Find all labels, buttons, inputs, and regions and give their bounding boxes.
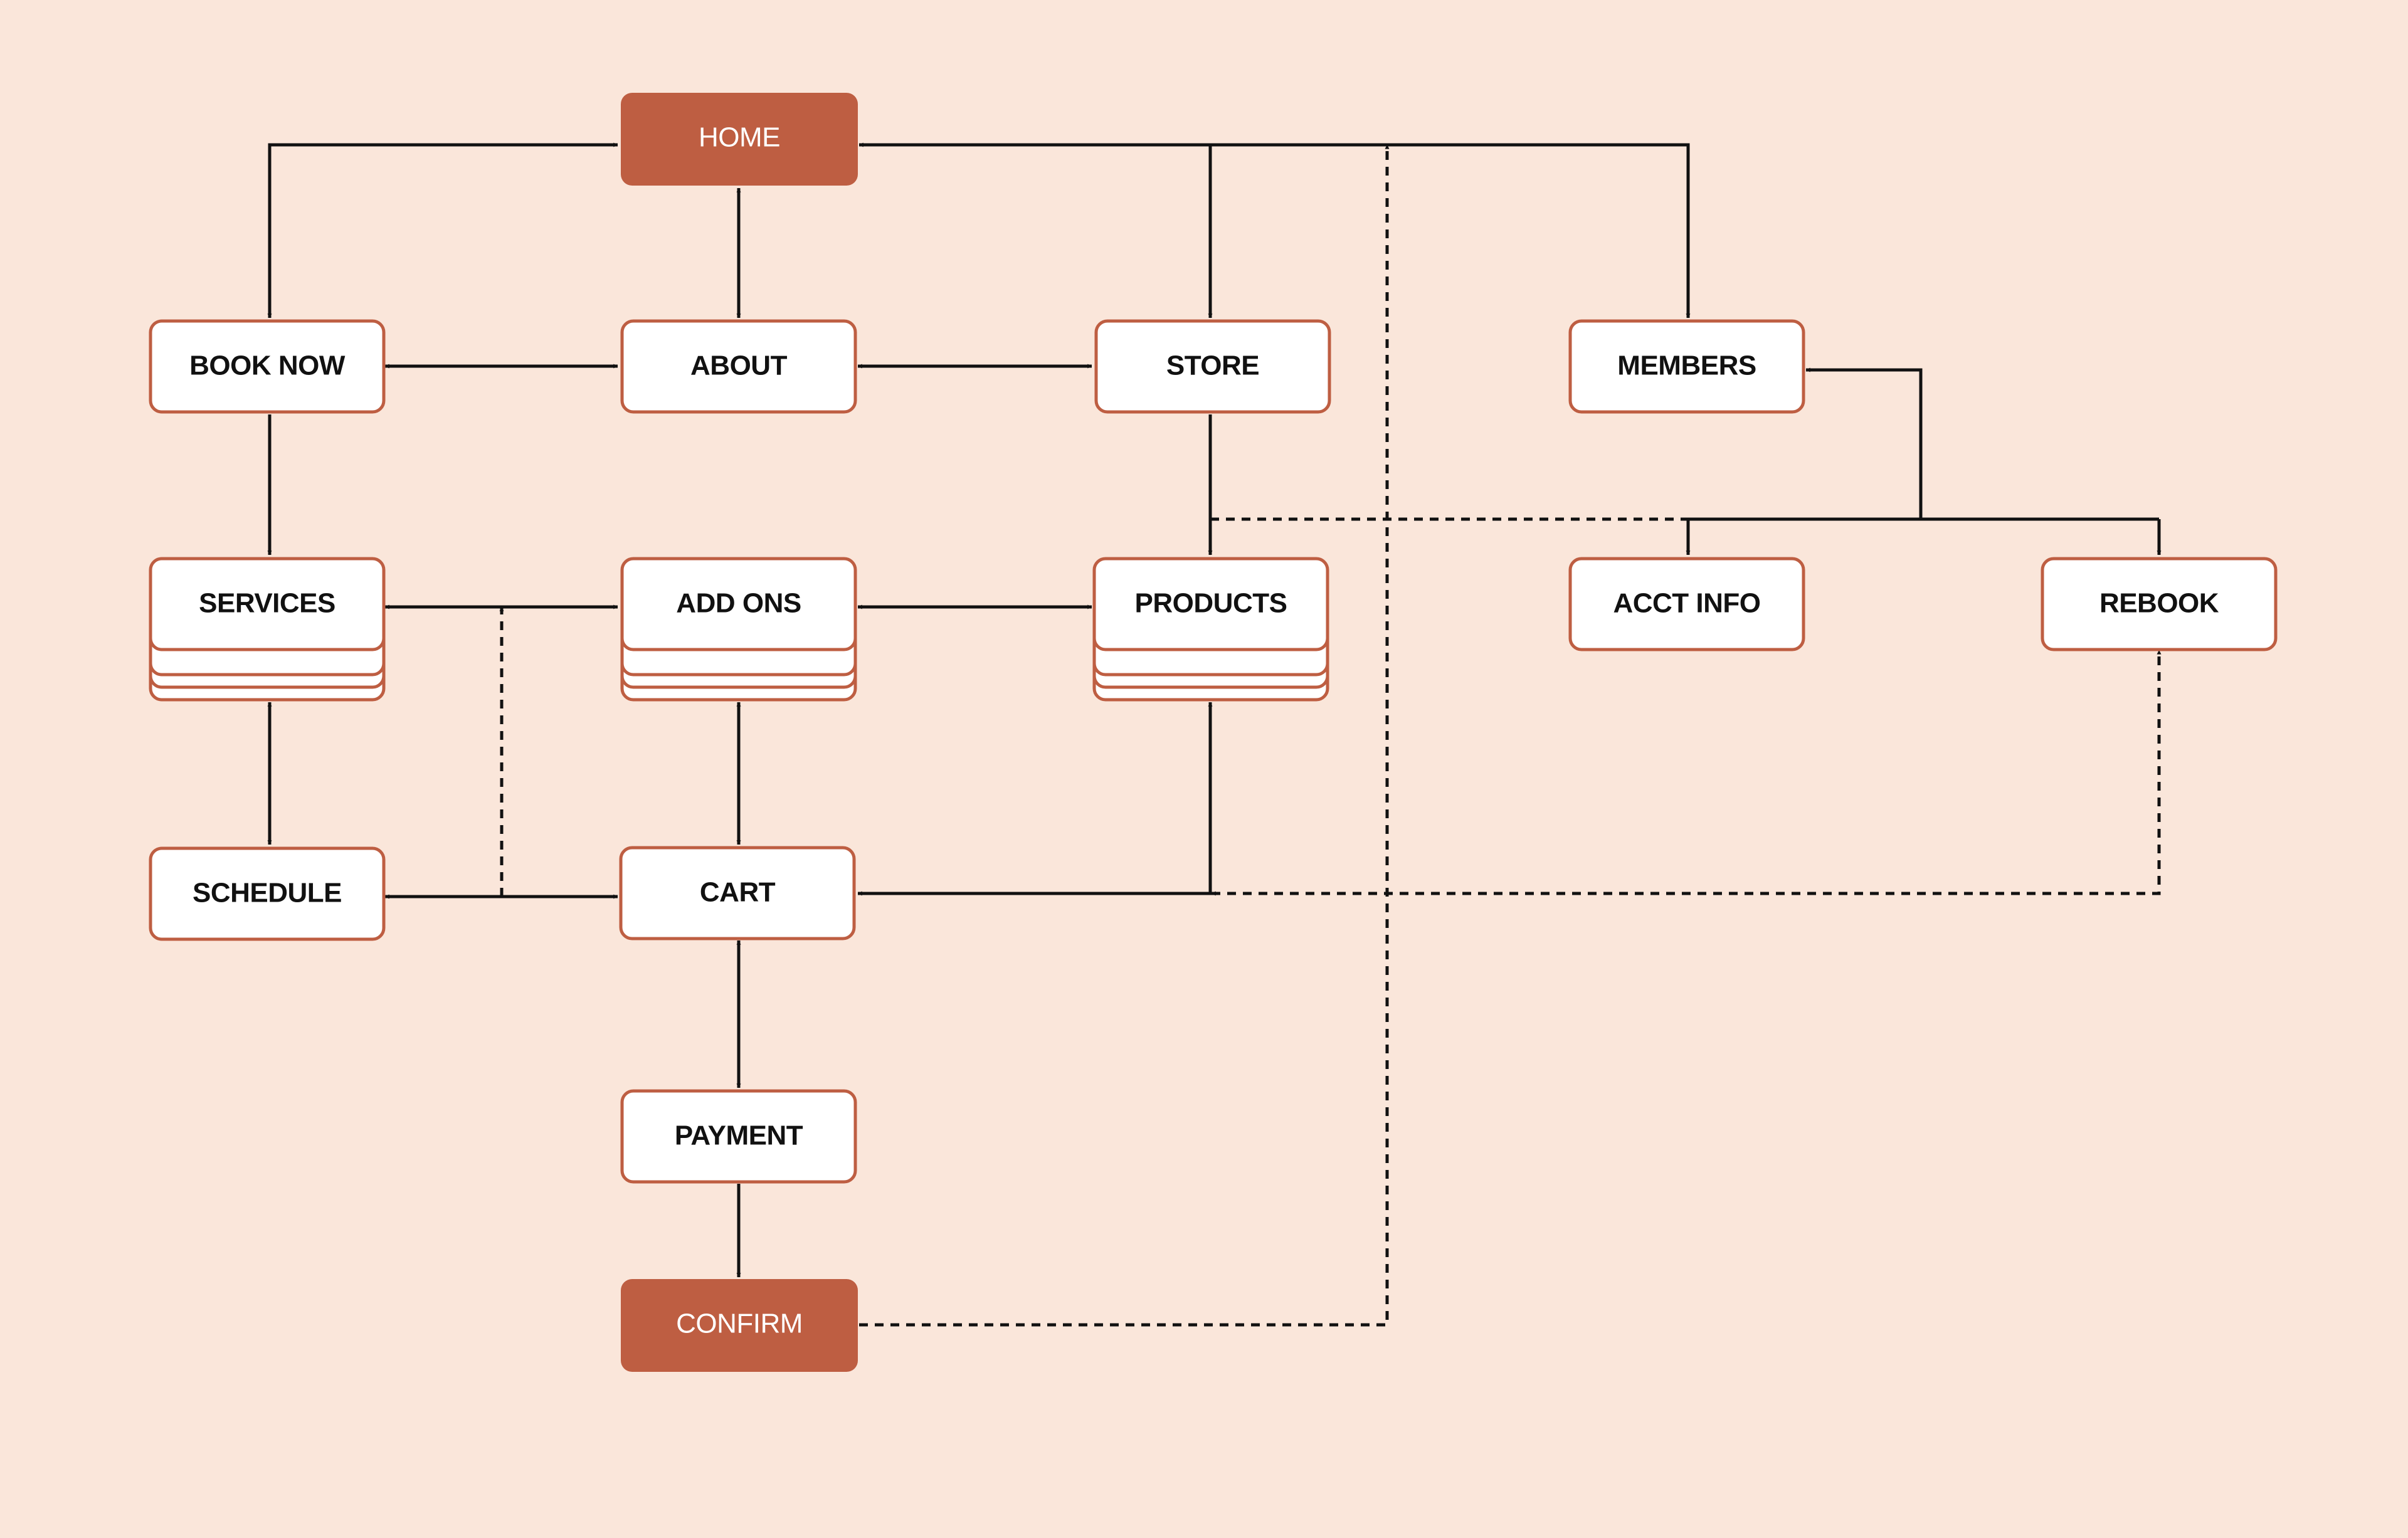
node-label-payment: PAYMENT bbox=[675, 1120, 803, 1151]
edge-rebook-cart-dashed bbox=[1211, 650, 2162, 896]
node-label-members: MEMBERS bbox=[1617, 350, 1756, 381]
node-services[interactable]: SERVICES bbox=[149, 557, 386, 702]
node-about[interactable]: ABOUT bbox=[620, 319, 857, 414]
edge-members-branch bbox=[1805, 367, 1923, 519]
node-label-store: STORE bbox=[1166, 350, 1259, 381]
node-label-schedule: SCHEDULE bbox=[193, 878, 342, 909]
node-rebook[interactable]: REBOOK bbox=[2041, 557, 2278, 651]
node-confirm[interactable]: CONFIRM bbox=[621, 1279, 858, 1372]
edge-confirm-home-dashed bbox=[859, 144, 1390, 1327]
edge-cart-products bbox=[857, 702, 1213, 896]
node-members[interactable]: MEMBERS bbox=[1568, 319, 1805, 414]
node-label-services: SERVICES bbox=[199, 588, 335, 619]
node-label-about: ABOUT bbox=[690, 350, 788, 381]
node-label-cart: CART bbox=[700, 877, 776, 908]
node-book-now[interactable]: BOOK NOW bbox=[149, 319, 386, 414]
node-label-book-now: BOOK NOW bbox=[189, 350, 346, 381]
node-cart[interactable]: CART bbox=[619, 846, 856, 940]
edge-home-book-now bbox=[267, 142, 618, 319]
connectors bbox=[267, 142, 2162, 1327]
node-payment[interactable]: PAYMENT bbox=[620, 1089, 857, 1184]
node-products[interactable]: PRODUCTS bbox=[1092, 557, 1329, 702]
node-schedule[interactable]: SCHEDULE bbox=[149, 846, 386, 941]
node-label-add-ons: ADD ONS bbox=[676, 588, 801, 619]
node-label-products: PRODUCTS bbox=[1135, 588, 1287, 619]
node-add-ons[interactable]: ADD ONS bbox=[620, 557, 857, 702]
node-store[interactable]: STORE bbox=[1094, 319, 1331, 414]
node-label-confirm: CONFIRM bbox=[676, 1309, 803, 1339]
node-label-acct-info: ACCT INFO bbox=[1613, 588, 1760, 619]
edge-home-members bbox=[858, 142, 1691, 319]
node-home[interactable]: HOME bbox=[621, 93, 858, 186]
node-label-home: HOME bbox=[699, 122, 780, 153]
node-label-rebook: REBOOK bbox=[2099, 588, 2219, 619]
node-acct-info[interactable]: ACCT INFO bbox=[1568, 557, 1805, 651]
nodes: HOME BOOK NOW ABOUT STORE MEMBERS bbox=[149, 93, 2278, 1372]
